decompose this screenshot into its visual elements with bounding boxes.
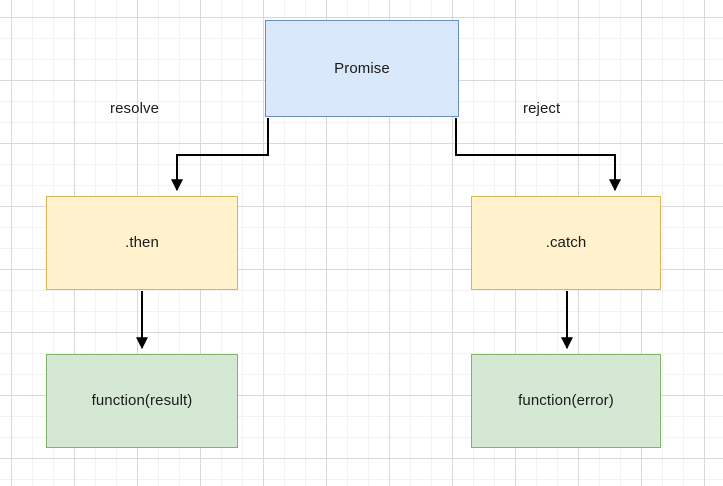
node-function-result-label: function(result) bbox=[91, 392, 193, 409]
node-function-result[interactable]: function(result) bbox=[46, 354, 238, 448]
node-then-label: .then bbox=[125, 234, 159, 251]
node-then[interactable]: .then bbox=[46, 196, 238, 290]
node-catch-label: .catch bbox=[545, 234, 587, 251]
node-promise-label: Promise bbox=[334, 59, 390, 77]
node-function-error[interactable]: function(error) bbox=[471, 354, 661, 448]
node-function-error-label: function(error) bbox=[518, 392, 614, 409]
edge-label-reject: reject bbox=[523, 100, 561, 117]
node-promise[interactable]: Promise bbox=[265, 20, 459, 117]
edge-promise-to-catch bbox=[455, 118, 621, 192]
edge-promise-to-then bbox=[171, 118, 269, 192]
edge-label-resolve: resolve bbox=[110, 100, 160, 117]
node-catch[interactable]: .catch bbox=[471, 196, 661, 290]
